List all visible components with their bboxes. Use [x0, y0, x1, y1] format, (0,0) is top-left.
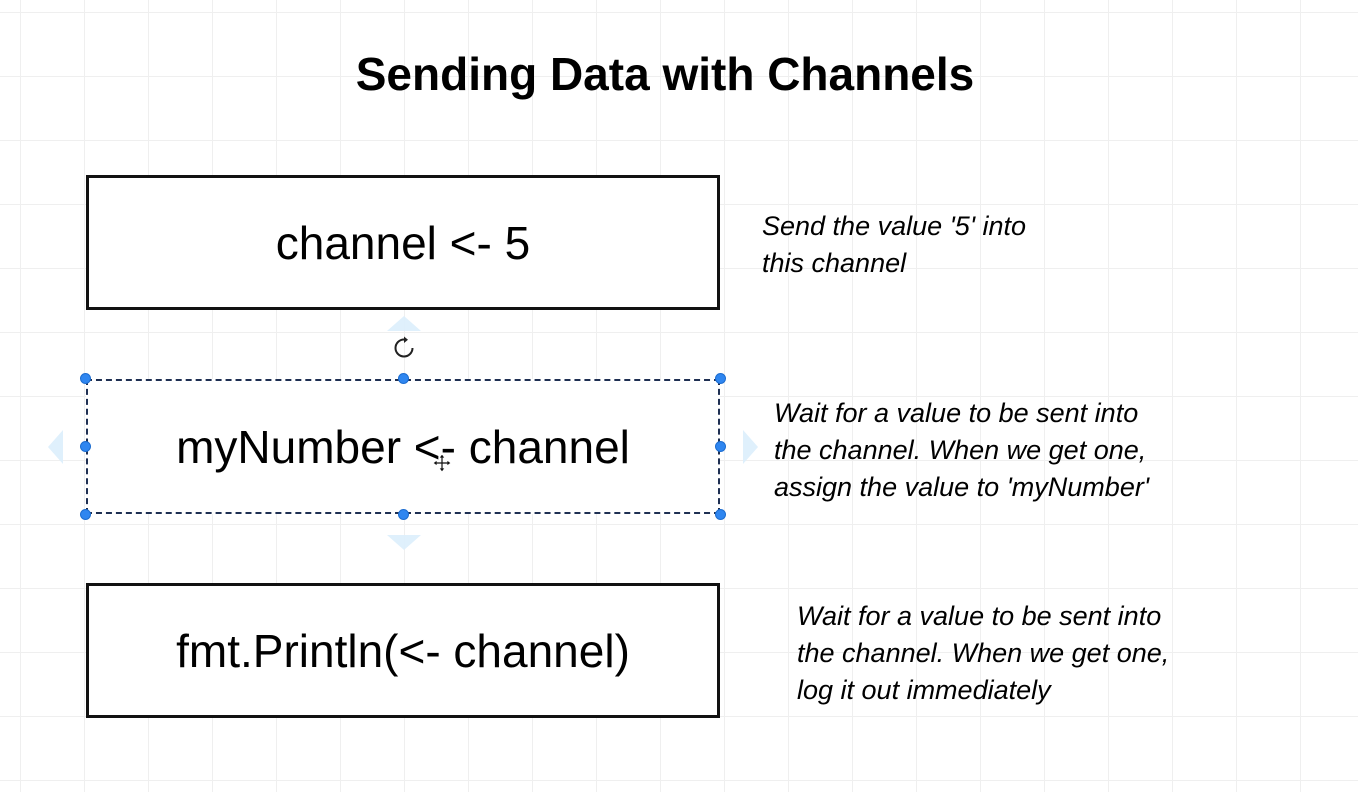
resize-handle-top[interactable] [398, 373, 409, 384]
note-line: Wait for a value to be sent into [774, 398, 1139, 428]
resize-handle-right[interactable] [715, 441, 726, 452]
receive-print-box[interactable]: fmt.Println(<- channel) [86, 583, 720, 718]
send-value-code: channel <- 5 [275, 216, 531, 269]
resize-handle-top-left[interactable] [80, 373, 91, 384]
send-value-note: Send the value '5' into this channel [762, 208, 1026, 282]
note-line: assign the value to 'myNumber' [774, 472, 1149, 502]
note-line: the channel. When we get one, [774, 435, 1147, 465]
receive-print-code: fmt.Println(<- channel) [176, 624, 630, 677]
move-cursor-icon [432, 453, 452, 473]
resize-handle-bottom-left[interactable] [80, 509, 91, 520]
connect-arrow-up-hint[interactable] [387, 316, 421, 331]
note-line: the channel. When we get one, [797, 638, 1170, 668]
connect-arrow-down-hint[interactable] [387, 535, 421, 550]
note-line: Send the value '5' into [762, 211, 1027, 241]
note-line: Wait for a value to be sent into [797, 601, 1162, 631]
note-line: this channel [762, 248, 907, 278]
resize-handle-bottom-right[interactable] [715, 509, 726, 520]
send-value-box[interactable]: channel <- 5 [86, 175, 720, 310]
connect-arrow-right-hint[interactable] [743, 430, 758, 464]
resize-handle-left[interactable] [80, 441, 91, 452]
resize-handle-top-right[interactable] [715, 373, 726, 384]
resize-handle-bottom[interactable] [398, 509, 409, 520]
note-line: log it out immediately [797, 675, 1051, 705]
rotate-handle-icon[interactable] [392, 336, 416, 360]
connect-arrow-left-hint[interactable] [48, 430, 63, 464]
receive-assign-box[interactable]: myNumber <- channel [86, 379, 720, 514]
diagram-title: Sending Data with Channels [355, 48, 975, 100]
receive-assign-code: myNumber <- channel [176, 420, 630, 473]
receive-print-note: Wait for a value to be sent into the cha… [797, 598, 1169, 709]
receive-assign-note: Wait for a value to be sent into the cha… [774, 395, 1149, 506]
